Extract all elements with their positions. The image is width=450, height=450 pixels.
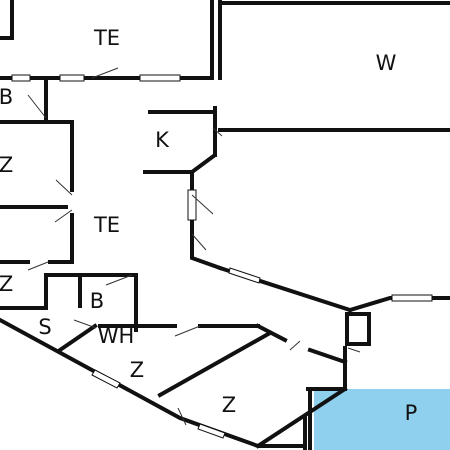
wall bbox=[0, 0, 14, 40]
door bbox=[347, 347, 361, 353]
room-label-z-upper-left: Z bbox=[0, 153, 13, 177]
door bbox=[27, 94, 47, 119]
window bbox=[391, 294, 433, 302]
patio-area bbox=[314, 389, 450, 450]
wall bbox=[57, 323, 98, 353]
window bbox=[11, 74, 31, 82]
room-label-te-center: TE bbox=[93, 213, 120, 237]
door bbox=[105, 274, 133, 286]
room-label-z-bottom: Z bbox=[222, 393, 236, 417]
door bbox=[91, 67, 119, 79]
room-label-wh: WH bbox=[98, 324, 135, 348]
window bbox=[187, 189, 197, 221]
room-label-p: P bbox=[405, 401, 418, 425]
wall bbox=[44, 273, 138, 332]
door bbox=[73, 319, 97, 329]
door bbox=[55, 179, 73, 196]
room-label-k: K bbox=[155, 128, 170, 152]
wall bbox=[190, 128, 223, 271]
room-label-b-left: B bbox=[0, 85, 13, 109]
room-label-b-small: B bbox=[90, 289, 104, 313]
wall bbox=[157, 330, 273, 398]
window bbox=[91, 369, 121, 389]
room-label-te-top: TE bbox=[93, 26, 120, 50]
door bbox=[191, 233, 207, 251]
door bbox=[212, 127, 223, 137]
window bbox=[59, 74, 85, 82]
window bbox=[139, 74, 181, 82]
door bbox=[54, 209, 73, 223]
room-label-s: S bbox=[38, 315, 51, 339]
door bbox=[191, 194, 214, 215]
room-label-z-lower: Z bbox=[130, 358, 144, 382]
column bbox=[345, 312, 371, 346]
window bbox=[228, 267, 261, 284]
door bbox=[27, 261, 49, 271]
room-label-w: W bbox=[376, 51, 397, 75]
wall bbox=[307, 347, 348, 365]
door bbox=[289, 340, 301, 351]
window bbox=[197, 423, 226, 439]
door bbox=[174, 325, 201, 337]
wall bbox=[255, 386, 348, 449]
room-label-z-mid-left: Z bbox=[0, 272, 13, 296]
door bbox=[177, 407, 187, 426]
